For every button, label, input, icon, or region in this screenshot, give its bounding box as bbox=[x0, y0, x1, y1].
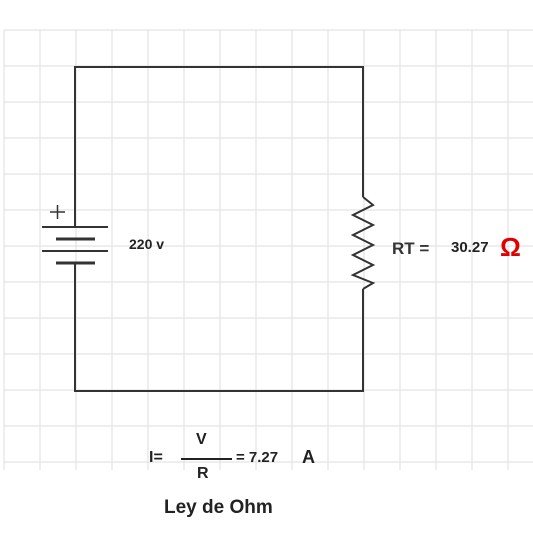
top-wire bbox=[74, 66, 364, 227]
formula-numerator: V bbox=[196, 431, 207, 448]
battery-symbol bbox=[42, 205, 108, 265]
fraction-bar bbox=[181, 458, 232, 460]
circuit-wires bbox=[74, 66, 364, 392]
resistor-value: 30.27 bbox=[451, 239, 489, 256]
resistor-label: RT = bbox=[392, 239, 430, 258]
positive-terminal-icon bbox=[50, 205, 65, 219]
background-grid bbox=[3, 29, 533, 470]
formula-denominator: R bbox=[197, 465, 209, 482]
resistor-symbol bbox=[350, 196, 376, 290]
formula-result: = 7.27 bbox=[236, 449, 279, 466]
law-name-caption: Ley de Ohm bbox=[164, 497, 273, 518]
formula-result-unit: A bbox=[302, 447, 315, 467]
source-voltage-label: 220 v bbox=[129, 236, 165, 252]
bottom-wire bbox=[74, 263, 364, 392]
formula-lhs: I= bbox=[149, 449, 163, 466]
ohm-symbol: Ω bbox=[500, 232, 521, 262]
